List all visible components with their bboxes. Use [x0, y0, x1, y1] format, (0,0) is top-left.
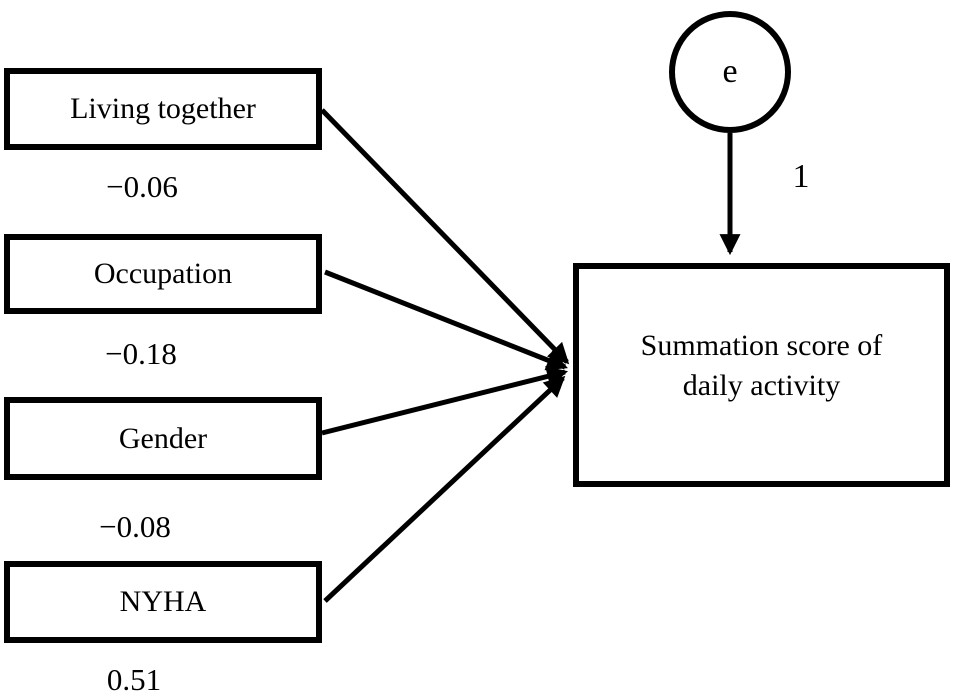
predictor-box-occupation: Occupation: [4, 234, 322, 314]
outcome-label-line-2: daily activity: [682, 369, 841, 402]
predictor-box-gender: Gender: [4, 397, 322, 480]
error-term-label: e: [722, 53, 738, 90]
predictor-label-living-together: Living together: [70, 92, 256, 125]
predictor-box-living-together: Living together: [4, 68, 322, 150]
error-weight-label: 1: [792, 158, 810, 195]
path-arrow-nyha: [323, 375, 566, 603]
path-arrow-gender: [321, 366, 569, 436]
predictor-box-nyha: NYHA: [4, 561, 322, 643]
predictor-label-occupation: Occupation: [93, 257, 233, 290]
coefficient-label-gender: −0.08: [99, 509, 171, 544]
coefficient-label-living-together: −0.06: [106, 169, 178, 204]
error-term-circle: e: [669, 11, 791, 133]
path-arrow-occupation: [324, 269, 568, 371]
predictor-label-gender: Gender: [118, 421, 208, 455]
predictor-label-nyha: NYHA: [119, 585, 207, 618]
outcome-label-line-1: Summation score of: [640, 329, 883, 362]
coefficient-label-occupation: −0.18: [105, 336, 177, 371]
outcome-box: Summation score of daily activity: [573, 263, 950, 487]
coefficient-label-nyha: 0.51: [106, 662, 162, 697]
path-arrow-living-together: [320, 108, 570, 365]
